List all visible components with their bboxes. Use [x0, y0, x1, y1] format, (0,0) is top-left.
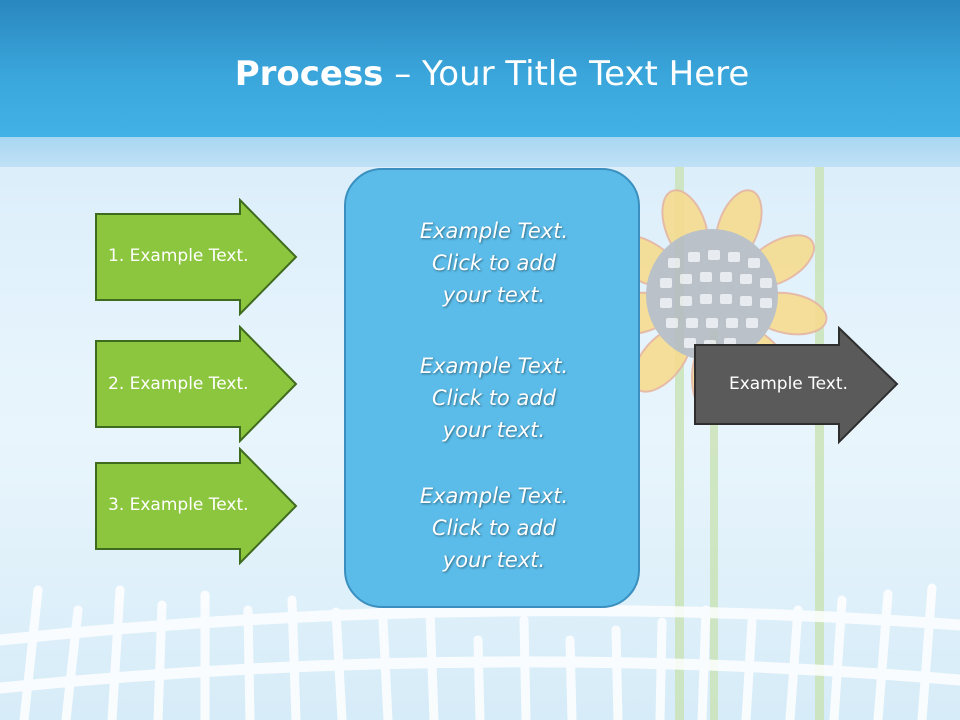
slide-title-rest: – Your Title Text Here: [383, 54, 750, 94]
output-arrow-label: Example Text.: [729, 374, 848, 394]
process-arrow-2[interactable]: [94, 325, 302, 443]
flower-stem: [710, 330, 718, 720]
center-text-line: your text.: [442, 548, 546, 572]
process-arrow-2-label: 2. Example Text.: [108, 374, 249, 394]
process-arrow-3[interactable]: [94, 447, 302, 565]
center-text-line: your text.: [442, 418, 546, 442]
center-text-line: Example Text.: [419, 219, 569, 243]
process-center-box[interactable]: Example Text. Click to add your text. Ex…: [344, 168, 640, 608]
process-arrow-1-label: 1. Example Text.: [108, 246, 249, 266]
flower-stem: [815, 137, 824, 720]
center-text-line: Click to add: [431, 251, 556, 275]
process-arrow-1[interactable]: [94, 198, 302, 316]
center-text-block-2: Example Text. Click to add your text.: [346, 350, 642, 446]
process-arrow-3-label: 3. Example Text.: [108, 495, 249, 515]
center-text-line: Example Text.: [419, 484, 569, 508]
center-text-line: Click to add: [431, 386, 556, 410]
title-bar: [0, 0, 960, 137]
title-bar-band: [0, 137, 960, 167]
fence-illustration: [0, 583, 960, 720]
center-text-block-3: Example Text. Click to add your text.: [346, 480, 642, 576]
center-text-line: your text.: [442, 283, 546, 307]
center-text-block-1: Example Text. Click to add your text.: [346, 215, 642, 311]
output-arrow[interactable]: [693, 326, 903, 446]
slide-title[interactable]: Process – Your Title Text Here: [0, 52, 960, 96]
center-text-line: Example Text.: [419, 354, 569, 378]
slide-title-bold: Process: [234, 54, 384, 94]
center-text-line: Click to add: [431, 516, 556, 540]
flower-stem: [675, 137, 684, 720]
